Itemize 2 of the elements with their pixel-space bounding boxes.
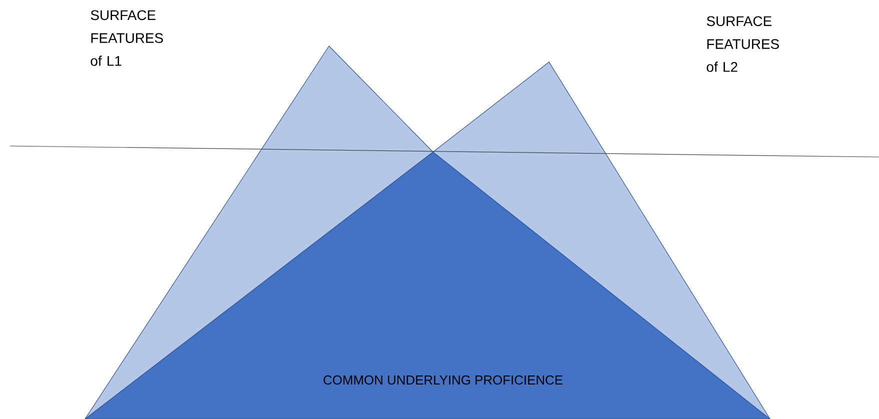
caption-text: SURFACE FEATURES of L1: [90, 10, 163, 66]
caption-text: SURFACE FEATURES of L2: [706, 16, 779, 72]
